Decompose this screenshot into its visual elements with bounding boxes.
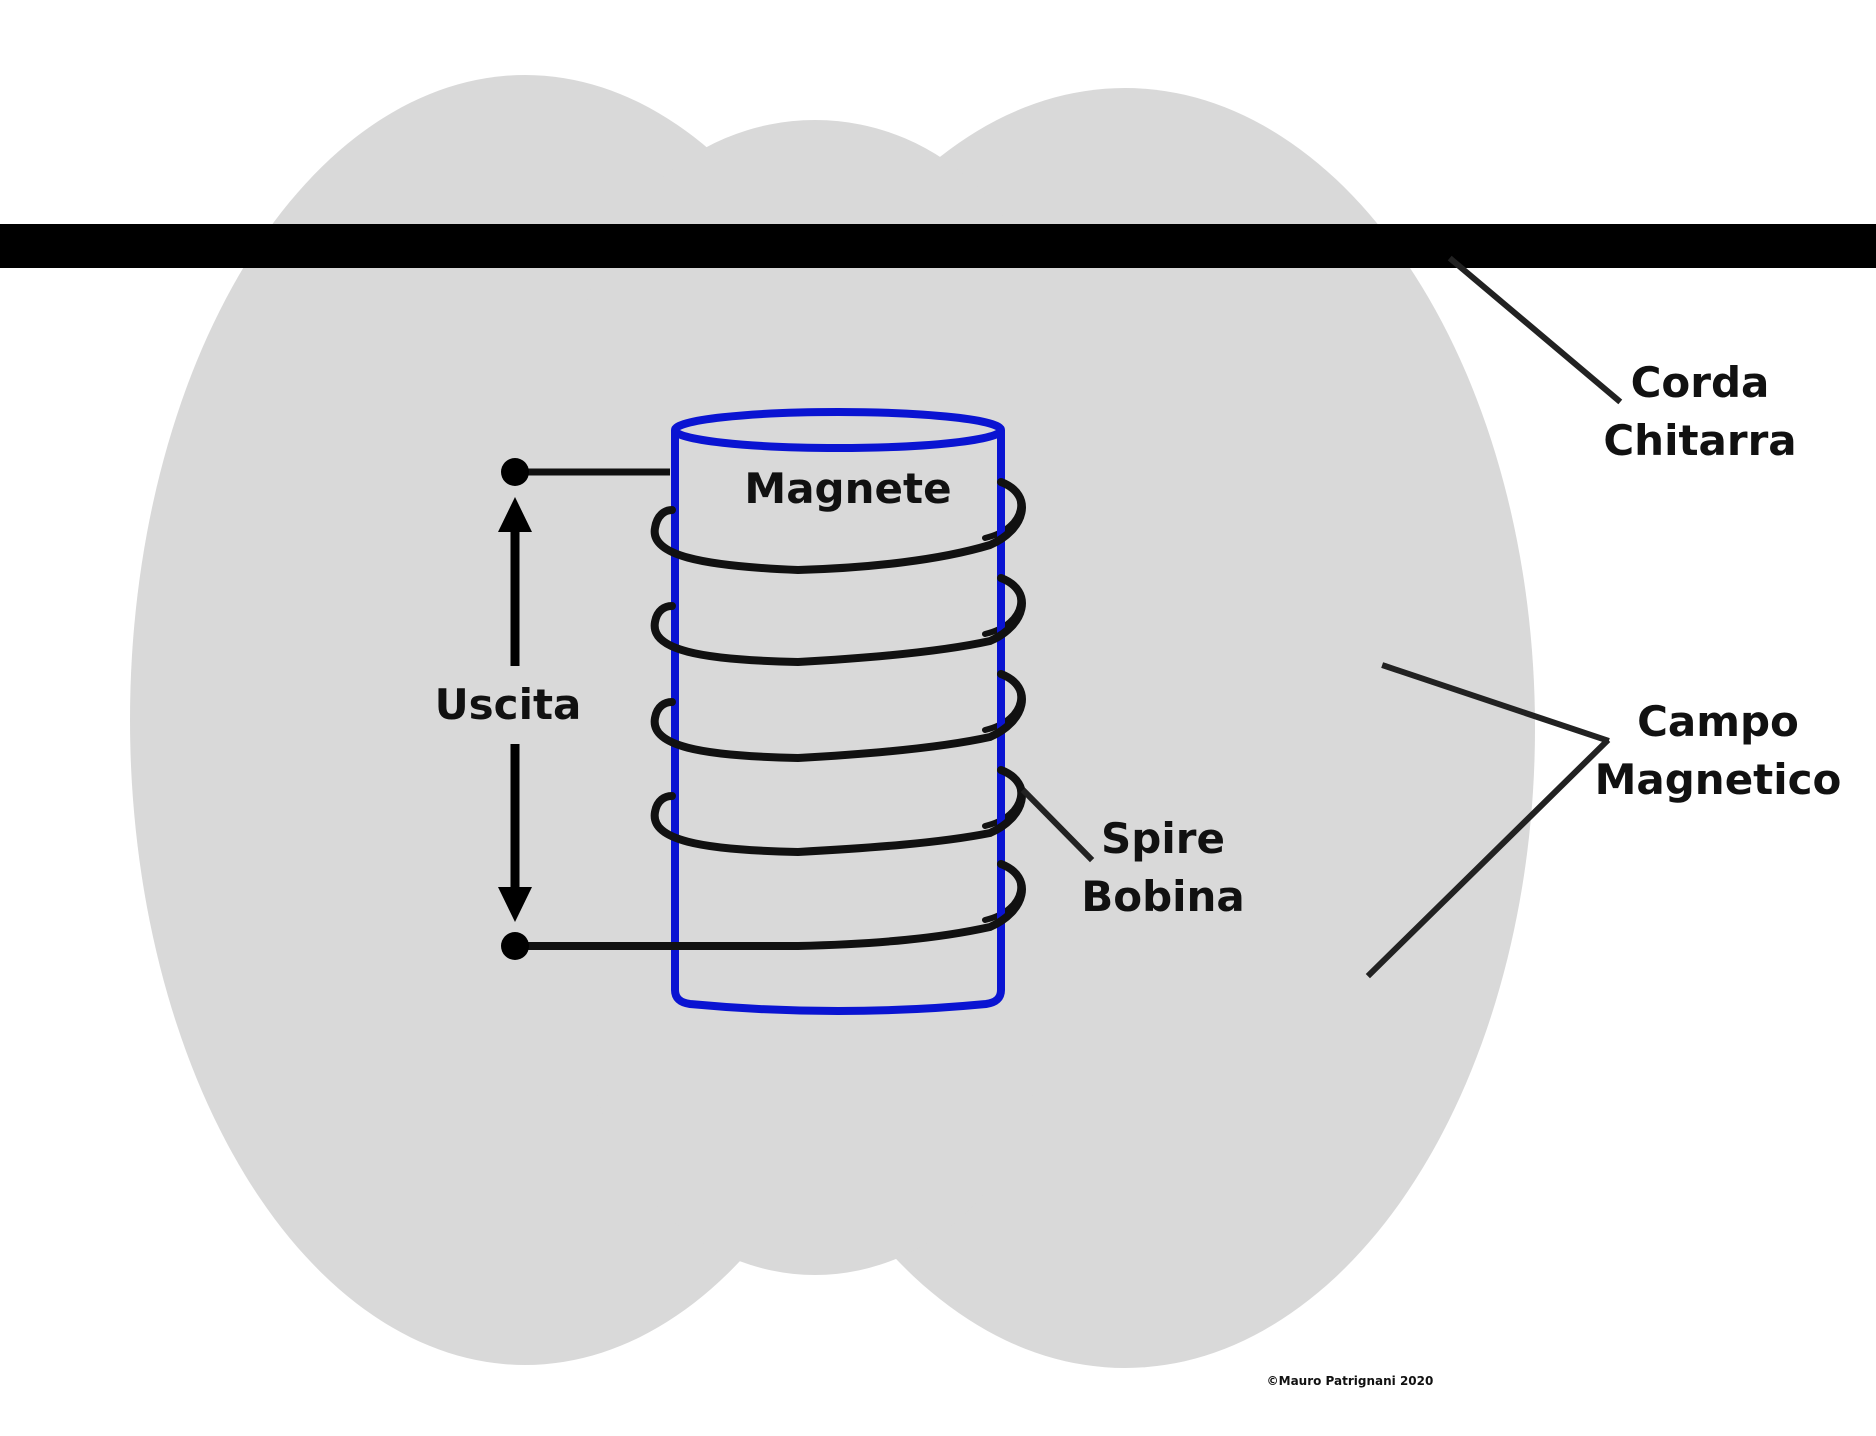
output-terminal-top [501,458,529,486]
arrow-up-icon [498,497,532,532]
output-label: Uscita [435,680,582,729]
field-label-line1: Campo [1637,697,1799,746]
guitar-string [0,224,1876,268]
copyright-text: ©Mauro Patrignani 2020 [1267,1374,1434,1388]
field-leader-line-upper [1381,662,1610,744]
coil-label-line1: Spire [1101,814,1225,863]
coil-leader-line [1020,787,1095,863]
arrow-down-icon [498,887,532,922]
leader-lines [1020,255,1623,979]
magnet-label: Magnete [744,464,951,513]
string-label-line1: Corda [1631,358,1770,407]
magnetic-field-cloud [130,75,1535,1368]
output-terminal-bottom [501,932,529,960]
magnet-cylinder [671,408,1005,1015]
string-leader-line [1447,255,1623,405]
coil-turns [511,478,1026,950]
coil-label-line2: Bobina [1081,872,1245,921]
output-arrow [498,497,532,922]
field-leader-line-lower [1365,737,1611,979]
string-label-line2: Chitarra [1603,416,1796,465]
field-label-line2: Magnetico [1595,755,1842,804]
